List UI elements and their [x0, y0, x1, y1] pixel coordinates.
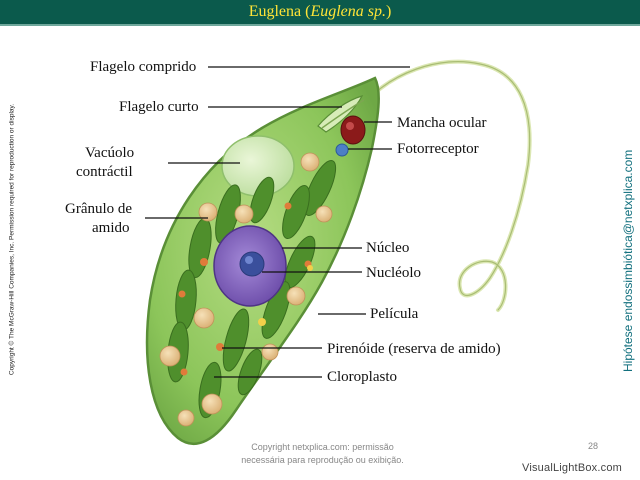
pyrenoid-yellow-1 — [258, 318, 266, 326]
label-cloroplasto: Cloroplasto — [327, 369, 397, 385]
starch-granule-2 — [234, 204, 254, 224]
pyrenoid-6 — [180, 368, 188, 376]
title-species: Euglena sp. — [310, 3, 386, 20]
starch-granule-10 — [177, 409, 195, 427]
starch-granule-3 — [198, 202, 218, 222]
label-vacuolo-line1: Vacúolo — [85, 145, 135, 161]
short-flagellum — [321, 99, 365, 129]
label-granulo-line1: Grânulo de — [65, 201, 133, 217]
photoreceptor — [335, 143, 349, 157]
watermark: VisualLightBox.com — [522, 462, 623, 474]
nucleolus — [239, 251, 265, 277]
label-fotorreceptor: Fotorreceptor — [397, 141, 479, 157]
title-suffix: ) — [385, 3, 392, 20]
chloroplast-12 — [237, 348, 263, 396]
footer-line1: Copyright netxplica.com: permissão — [251, 442, 394, 452]
footer-line2: necessária para reprodução ou exibição. — [241, 455, 404, 465]
label-nucleolo: Nucléolo — [366, 265, 421, 281]
label-vacuolo-line2: contráctil — [76, 164, 133, 180]
starch-granule-1 — [300, 152, 320, 172]
starch-granule-6 — [193, 307, 215, 329]
title-bar — [0, 0, 640, 26]
chloroplast-1 — [303, 159, 337, 217]
pyrenoid-yellow-2 — [307, 265, 313, 271]
pyrenoid-1 — [200, 258, 208, 266]
title-prefix: Euglena ( — [248, 3, 311, 20]
starch-granule-5 — [286, 286, 306, 306]
label-flagelo-comprido: Flagelo comprido — [90, 59, 197, 75]
label-pelicula: Película — [370, 306, 419, 322]
hipotese-link[interactable]: Hipótese endossimbiótica@netxplica.com — [621, 149, 635, 372]
chloroplast-8 — [222, 308, 250, 372]
footer-copyright: Copyright netxplica.com: permissão neces… — [225, 441, 420, 467]
starch-granule-8 — [201, 393, 223, 415]
slide-title: Euglena (Euglena sp.) — [0, 3, 640, 21]
label-pirenoide: Pirenóide (reserva de amido) — [327, 341, 501, 357]
page-number: 28 — [588, 441, 599, 451]
chloroplast-7 — [261, 281, 291, 339]
label-flagelo-curto: Flagelo curto — [119, 99, 199, 115]
label-nucleo: Núcleo — [366, 240, 410, 256]
pyrenoid-3 — [178, 290, 186, 298]
pyrenoid-4 — [284, 202, 292, 210]
label-mancha-ocular: Mancha ocular — [397, 115, 487, 131]
mcgraw-hill-copyright: Copyright © The McGraw-Hill Companies, I… — [8, 103, 16, 376]
starch-granule-4 — [315, 205, 333, 223]
eyespot — [340, 115, 366, 145]
chloroplast-11 — [249, 176, 275, 224]
pyrenoid-2 — [216, 343, 224, 351]
starch-granule-9 — [261, 343, 279, 361]
label-granulo-line2: amido — [92, 220, 130, 236]
starch-granule-7 — [159, 345, 181, 367]
